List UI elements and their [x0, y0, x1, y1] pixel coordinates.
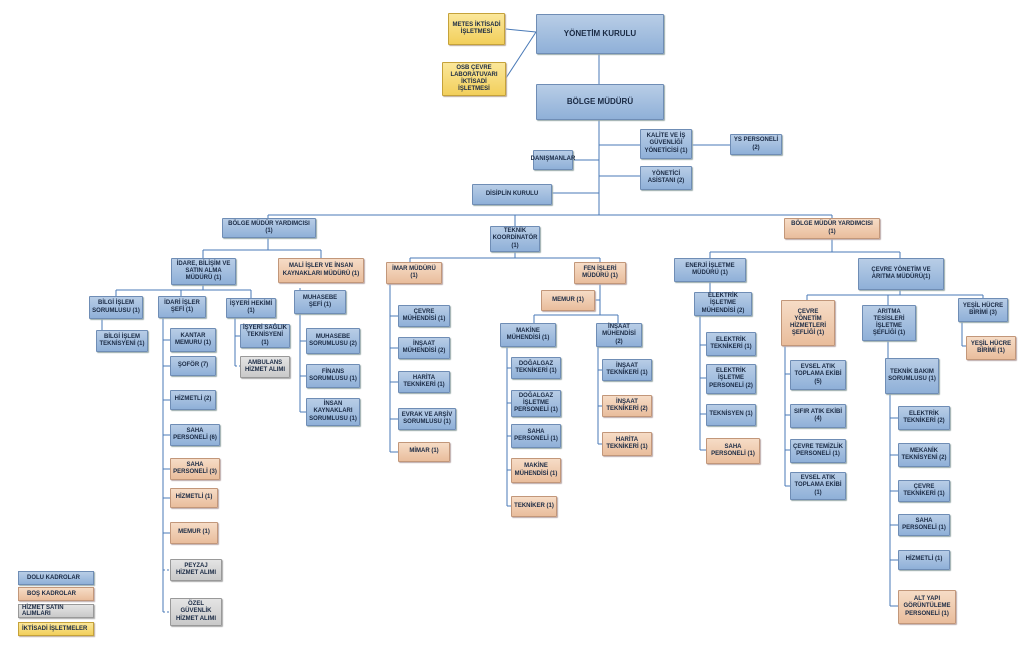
box-saha-personeli-enerji: SAHA PERSONELİ (1)	[706, 438, 760, 464]
box-yesil-hucre-1: YEŞİL HÜCRE BİRİMİ (1)	[966, 336, 1016, 360]
box-evsel-atik-5: EVSEL ATIK TOPLAMA EKİBİ (5)	[790, 360, 846, 390]
box-insaat-teknikeri-2: İNŞAAT TEKNİKERİ (2)	[602, 395, 652, 417]
box-mali-isler: MALİ İŞLER VE İNSAN KAYNAKLARI MÜDÜRÜ (1…	[278, 258, 364, 283]
box-evrak-arsiv: EVRAK VE ARŞİV SORUMLUSU (1)	[398, 408, 456, 430]
box-muhasebe-sorumlusu: MUHASEBE SORUMLUSU (2)	[306, 328, 360, 354]
box-yonetici-asistani: YÖNETİCİ ASİSTANI (2)	[640, 166, 692, 190]
box-cevre-muhendisi: ÇEVRE MÜHENDİSİ (1)	[398, 305, 450, 327]
box-cevre-teknikeri: ÇEVRE TEKNİKERİ (1)	[898, 480, 950, 502]
box-elektrik-isletme-muhendisi: ELEKTRİK İŞLETME MÜHENDİSİ (2)	[694, 292, 752, 316]
box-sifir-atik: SIFIR ATIK EKİBİ (4)	[790, 404, 846, 428]
box-hizmetli-aritma: HİZMETLİ (1)	[898, 550, 950, 570]
box-dogalgaz-isletme: DOĞALGAZ İŞLETME PERSONELİ (1)	[511, 390, 561, 417]
box-hizmetli-1-left: HİZMETLİ (1)	[170, 488, 218, 508]
box-yonetim-kurulu: YÖNETİM KURULU	[536, 14, 664, 54]
box-harita-teknikeri-imar: HARİTA TEKNİKERİ (1)	[398, 371, 450, 393]
box-harita-teknikeri-fen: HARİTA TEKNİKERİ (1)	[602, 432, 652, 456]
box-saha-personeli-3: SAHA PERSONELİ (3)	[170, 458, 220, 480]
legend-hizmet-satin-alimlari: HİZMET SATIN ALIMLARI	[18, 604, 94, 618]
box-elektrik-teknikeri-enerji: ELEKTRİK TEKNİKERİ (1)	[706, 332, 756, 356]
box-idari-isler-sefi: İDARİ İŞLER ŞEFİ (1)	[158, 296, 206, 318]
legend-bos-kadrolar: BOŞ KADROLAR	[18, 587, 94, 601]
box-makine-muhendisi-bos: MAKİNE MÜHENDİSİ (1)	[511, 458, 561, 483]
box-isyeri-hekimi: İŞYERİ HEKİMİ (1)	[226, 298, 276, 318]
box-insan-kaynaklari-sorumlusu: İNSAN KAYNAKLARI SORUMLUSU (1)	[306, 398, 360, 426]
box-alt-yapi: ALT YAPI GÖRÜNTÜLEME PERSONELİ (1)	[898, 590, 956, 624]
box-kalite: KALİTE VE İŞ GÜVENLİĞİ YÖNETİCİSİ (1)	[640, 129, 692, 159]
box-muhasebe-sefi: MUHASEBE ŞEFİ (1)	[294, 290, 346, 314]
box-makine-muhendisi: MAKİNE MÜHENDİSİ (1)	[500, 323, 556, 347]
box-cevre-temizlik: ÇEVRE TEMİZLİK PERSONELİ (1)	[790, 439, 846, 463]
box-bilgi-islem-teknisyeni: BİLGİ İŞLEM TEKNİSYENİ (1)	[96, 330, 148, 352]
box-memur-1-left: MEMUR (1)	[170, 522, 218, 544]
box-insaat-muhendisi-imar: İNŞAAT MÜHENDİSİ (2)	[398, 337, 450, 359]
box-kantar-memuru: KANTAR MEMURU (1)	[170, 328, 216, 352]
box-bilgi-islem-sorumlusu: BİLGİ İŞLEM SORUMLUSU (1)	[89, 296, 143, 319]
box-bolge-muduru: BÖLGE MÜDÜRÜ	[536, 84, 664, 120]
box-teknik-koordinator: TEKNİK KOORDİNATÖR (1)	[490, 226, 540, 252]
box-disiplin-kurulu: DİSİPLİN KURULU	[472, 184, 552, 205]
box-metes: METES İKTİSADİ İŞLETMESİ	[448, 13, 505, 45]
box-insaat-muhendisi-fen: İNŞAAT MÜHENDİSİ (2)	[596, 323, 642, 347]
box-saha-personeli-aritma: SAHA PERSONELİ (1)	[898, 514, 950, 536]
box-fen-isleri: FEN İŞLERİ MÜDÜRÜ (1)	[574, 262, 626, 284]
box-sofor: ŞOFÖR (7)	[170, 356, 216, 376]
box-aritma-tesisleri: ARITMA TESİSLERİ İŞLETME ŞEFLİĞİ (1)	[862, 305, 916, 341]
box-osb-cevre: OSB ÇEVRE LABORATUVARI İKTİSADİ İŞLETMES…	[442, 62, 506, 96]
box-enerji-isletme: ENERJİ İŞLETME MÜDÜRÜ (1)	[674, 258, 746, 282]
box-danismanlar: DANIŞMANLAR	[531, 150, 575, 170]
box-teknik-bakim: TEKNİK BAKIM SORUMLUSU (1)	[885, 358, 939, 394]
box-tekniker: TEKNİKER (1)	[511, 496, 557, 517]
box-finans-sorumlusu: FİNANS SORUMLUSU (1)	[306, 364, 360, 388]
box-mimar: MİMAR (1)	[398, 442, 450, 462]
box-memur-fen: MEMUR (1)	[541, 290, 595, 311]
box-saha-personeli-makine: SAHA PERSONELİ (1)	[511, 424, 561, 448]
box-dogalgaz-teknikeri: DOĞALGAZ TEKNİKERİ (1)	[511, 357, 561, 379]
box-bmy-left: BÖLGE MÜDÜR YARDIMCISI (1)	[222, 218, 316, 238]
box-cevre-yonetim-aritma: ÇEVRE YÖNETİM VE ARITMA MÜDÜRÜ(1)	[858, 258, 944, 290]
box-isyeri-saglik: İŞYERİ SAĞLIK TEKNİSYENİ (1)	[240, 324, 290, 348]
box-ys-personeli: YS PERSONELİ (2)	[730, 134, 782, 155]
box-hizmetli-2: HİZMETLİ (2)	[170, 390, 216, 410]
box-ambulans: AMBULANS HİZMET ALIMI	[240, 356, 290, 378]
legend-iktisadi-isletmeler: İKTİSADİ İŞLETMELER	[18, 622, 94, 636]
box-evsel-atik-1: EVSEL ATIK TOPLAMA EKİBİ (1)	[790, 472, 846, 500]
box-elektrik-isletme-personeli: ELEKTRİK İŞLETME PERSONELİ (2)	[706, 364, 756, 394]
box-elektrik-teknikeri-2: ELEKTRİK TEKNİKERİ (2)	[898, 406, 950, 430]
box-saha-personeli-6: SAHA PERSONELİ (6)	[170, 424, 220, 446]
box-yesil-hucre-3: YEŞİL HÜCRE BİRİMİ (3)	[958, 298, 1008, 322]
box-ozel-guvenlik: ÖZEL GÜVENLİK HİZMET ALIMI	[170, 598, 222, 626]
box-peyzaj: PEYZAJ HİZMET ALIMI	[170, 559, 222, 581]
box-teknisyen: TEKNİSYEN (1)	[706, 404, 756, 426]
box-cevre-yonetim-hizmetleri: ÇEVRE YÖNETİM HİZMETLERİ ŞEFLİĞİ (1)	[781, 300, 835, 346]
box-imar-muduru: İMAR MÜDÜRÜ (1)	[386, 262, 442, 284]
box-idare-bilisim: İDARE, BİLİŞİM VE SATIN ALMA MÜDÜRÜ (1)	[171, 258, 236, 285]
box-bmy-right: BÖLGE MÜDÜR YARDIMCISI (1)	[784, 218, 880, 239]
box-mekanik-teknisyeni: MEKANİK TEKNİSYENİ (2)	[898, 443, 950, 467]
legend-dolu-kadrolar: DOLU KADROLAR	[18, 571, 94, 585]
box-insaat-teknikeri-1: İNŞAAT TEKNİKERİ (1)	[602, 359, 652, 381]
